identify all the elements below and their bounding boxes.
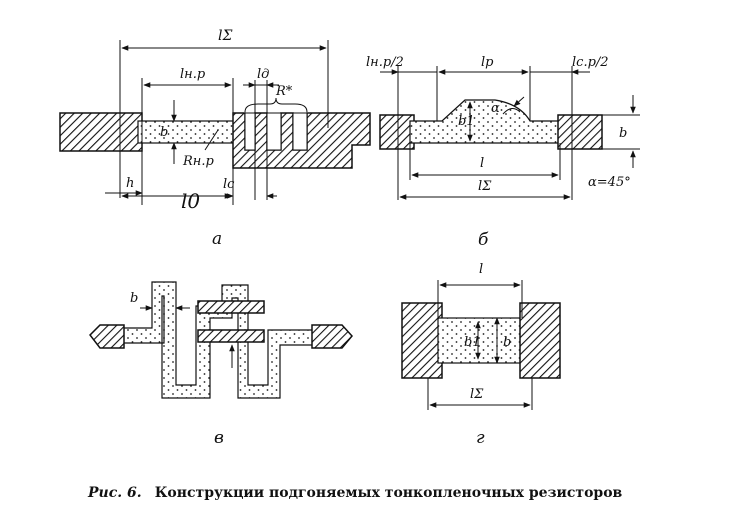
label-l-p: lр: [481, 55, 494, 70]
label-l-total: lΣ: [478, 179, 492, 194]
resistor-film: [137, 120, 239, 144]
label-l: l: [480, 156, 484, 171]
label-r-np: Rн.р: [182, 154, 214, 169]
label-l0: l0: [181, 189, 200, 213]
label-b: b: [130, 291, 138, 306]
panel-g: l b1 b lΣ г: [401, 262, 561, 448]
label-l-d: lд: [257, 67, 269, 82]
resistor-film-with-bump: [409, 99, 563, 144]
trim-bar-upper: [197, 300, 265, 314]
comb-slot: [244, 112, 256, 151]
panel-letter-g: г: [476, 428, 485, 448]
comb-slot: [292, 112, 308, 151]
panel-v: b в: [89, 281, 353, 448]
right-contact-pad: [557, 114, 603, 150]
left-contact-pad: [379, 114, 415, 150]
caption-prefix: Рис. 6.: [87, 485, 142, 501]
comb-slot: [266, 112, 282, 151]
left-contact-pad: [89, 324, 125, 349]
left-contact-pad: [59, 112, 143, 152]
trim-bar-lower: [197, 329, 265, 343]
figure-caption: Рис. 6. Конструкции подгоняемых тонкопле…: [87, 482, 623, 501]
label-b: b: [160, 125, 168, 140]
panel-letter-a: а: [212, 229, 222, 249]
label-l: l: [479, 262, 483, 277]
label-h: h: [126, 176, 134, 191]
label-l-np: lн.р: [180, 67, 206, 82]
label-l-cp-half: lс.р/2: [572, 55, 609, 70]
label-l-total: lΣ: [470, 387, 484, 402]
label-l-c: lс: [223, 177, 235, 192]
alpha-angle-arc: [502, 108, 521, 115]
right-contact-pad: [519, 302, 561, 379]
label-alpha: α: [491, 101, 500, 116]
panel-letter-b: б: [478, 230, 489, 250]
label-l-np-half: lн.р/2: [366, 55, 404, 70]
panel-a: lΣ lн.р lд R* b Rн.р h l0 lс а: [59, 28, 371, 249]
right-contact-pad: [311, 324, 353, 349]
label-alpha-value: α=45°: [588, 175, 631, 190]
label-b: b: [503, 335, 511, 350]
label-r-star: R*: [275, 84, 293, 99]
panel-letter-v: в: [214, 428, 224, 448]
r-star-brace: [244, 97, 308, 113]
label-b1: b1: [458, 114, 475, 129]
panel-b: lн.р/2 lр lс.р/2 α b1 b l lΣ α=45° б: [366, 55, 640, 250]
label-b: b: [619, 126, 627, 141]
left-contact-pad: [401, 302, 443, 379]
label-b1: b1: [464, 335, 481, 350]
caption-text: Конструкции подгоняемых тонкопленочных р…: [155, 485, 623, 501]
label-l-total: lΣ: [218, 28, 232, 44]
